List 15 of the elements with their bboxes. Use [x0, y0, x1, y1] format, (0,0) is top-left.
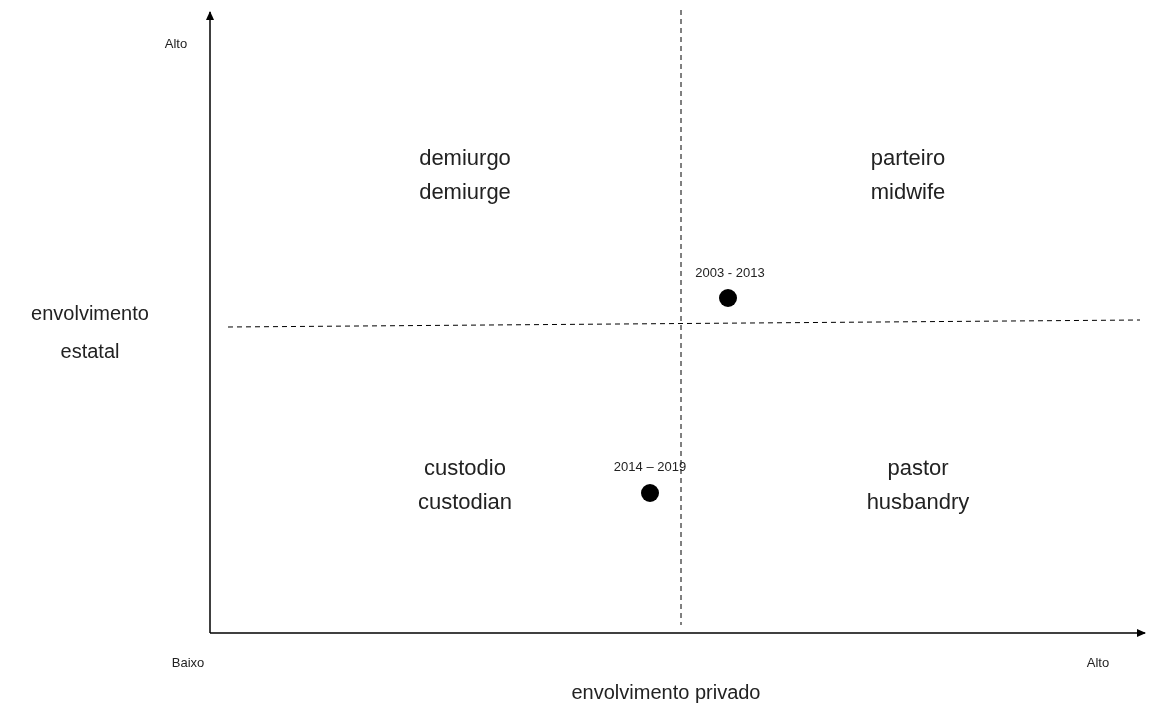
quadrant-label: husbandry: [866, 489, 970, 515]
quadrant-label: custodian: [417, 489, 513, 515]
axis-title: envolvimento privado: [571, 680, 761, 704]
quadrant-label: midwife: [870, 179, 946, 205]
quadrant-label: demiurge: [419, 179, 511, 205]
quadrant-label: demiurgo: [419, 145, 511, 171]
axis-title: envolvimento estatal: [30, 301, 150, 364]
quadrant-label: custodio: [424, 455, 506, 481]
quadrant-label: pastor: [887, 455, 949, 481]
point-label: 2003 - 2013: [695, 264, 765, 280]
quadrant-label: parteiro: [870, 145, 946, 171]
point-label: 2014 – 2019: [613, 458, 687, 474]
axis-tick-label: Baixo: [171, 654, 205, 670]
axis-tick-label: Alto: [164, 35, 188, 51]
axis-tick-label: Alto: [1086, 654, 1110, 670]
